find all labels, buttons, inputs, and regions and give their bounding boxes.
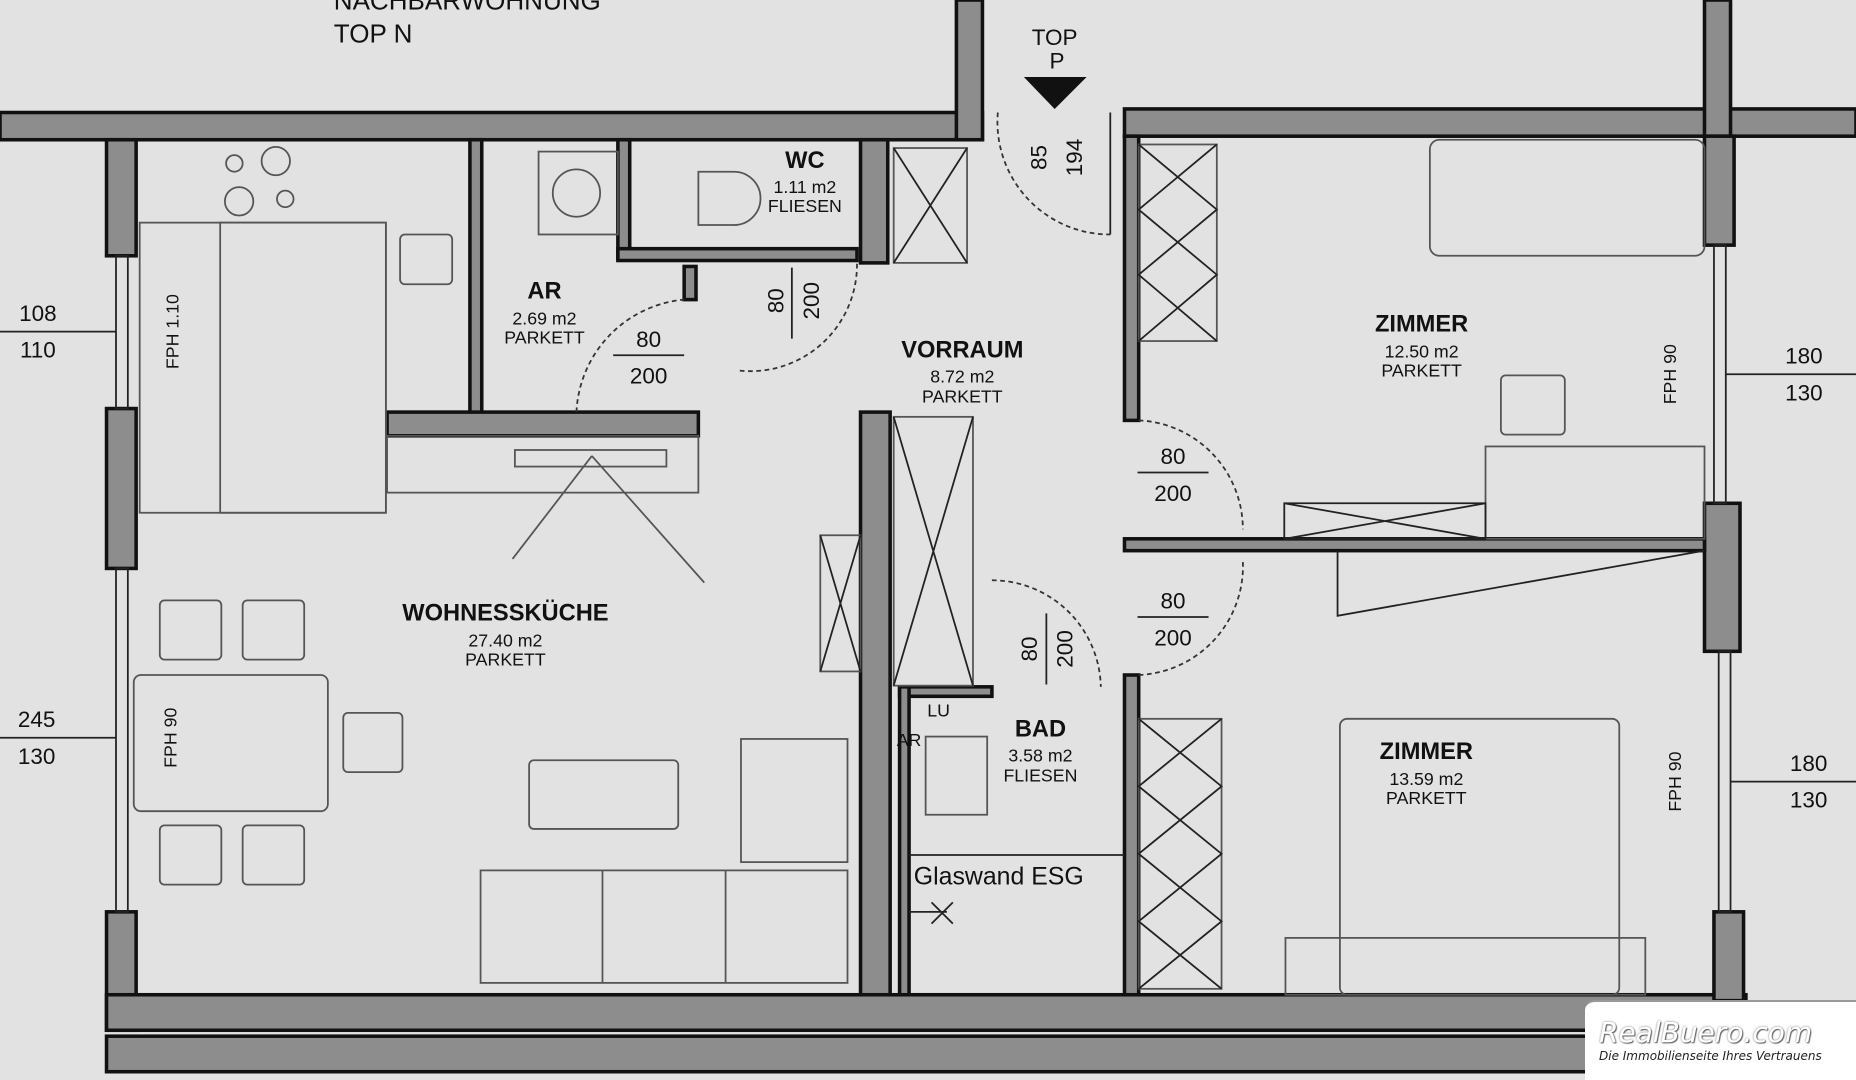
entrance-top-label: TOP (1032, 25, 1078, 50)
window-3-dimension: 180 130 FPH 90 (1660, 344, 1823, 406)
svg-text:PARKETT: PARKETT (504, 327, 585, 347)
svg-text:110: 110 (20, 338, 56, 363)
svg-text:FPH 90: FPH 90 (160, 708, 180, 768)
svg-text:FLIESEN: FLIESEN (1003, 766, 1077, 786)
svg-text:1.11 m2: 1.11 m2 (773, 177, 836, 197)
door-swings (575, 76, 1244, 687)
svg-text:130: 130 (1790, 788, 1828, 813)
neighbour-top: TOP N (334, 19, 413, 49)
svg-text:3.58 m2: 3.58 m2 (1008, 745, 1072, 765)
svg-text:VORRAUM: VORRAUM (901, 338, 1023, 364)
svg-text:FPH 90: FPH 90 (1660, 344, 1680, 404)
svg-text:PARKETT: PARKETT (922, 387, 1003, 407)
svg-text:200: 200 (1052, 630, 1077, 668)
window-2-dimension: 245 130 FPH 90 (18, 707, 180, 769)
window-1-dimension: 108 110 FPH 1.10 (19, 294, 183, 369)
svg-text:80: 80 (1017, 636, 1042, 661)
svg-text:FPH 90: FPH 90 (1665, 751, 1685, 811)
svg-text:108: 108 (19, 301, 57, 326)
svg-text:245: 245 (18, 707, 56, 732)
door-bad-dimension: 80 200 (1017, 613, 1077, 685)
door-zimmer1-dimension: 80 200 (1137, 444, 1209, 506)
svg-text:80: 80 (1161, 444, 1186, 469)
windows (0, 244, 1856, 913)
svg-text:AR: AR (527, 278, 561, 304)
svg-text:ZIMMER: ZIMMER (1380, 739, 1473, 765)
svg-text:13.59 m2: 13.59 m2 (1389, 769, 1463, 789)
svg-text:WC: WC (785, 148, 824, 174)
bath-lu-label: LU (927, 700, 950, 720)
svg-text:27.40 m2: 27.40 m2 (468, 631, 542, 651)
glass-wall-label: Glaswand ESG (914, 863, 1084, 891)
svg-text:200: 200 (1154, 481, 1192, 506)
entrance-top-letter: P (1050, 49, 1065, 74)
neighbour-label: NACHBARWOHNUNG (334, 0, 601, 15)
svg-text:WOHNESSKÜCHE: WOHNESSKÜCHE (402, 600, 608, 627)
room-zimmer-2: ZIMMER 13.59 m2 PARKETT (1380, 739, 1473, 808)
door-ar-dimension: 80 200 (613, 327, 685, 389)
svg-text:PARKETT: PARKETT (465, 650, 546, 670)
entrance-door-width: 85 (1026, 145, 1051, 170)
svg-text:200: 200 (1154, 625, 1192, 650)
svg-text:180: 180 (1785, 344, 1823, 369)
svg-text:180: 180 (1790, 751, 1828, 776)
svg-text:BAD: BAD (1015, 717, 1066, 743)
svg-text:FPH 1.10: FPH 1.10 (163, 294, 183, 369)
svg-text:80: 80 (636, 327, 661, 352)
svg-text:80: 80 (764, 288, 789, 313)
svg-text:200: 200 (799, 282, 824, 320)
svg-text:80: 80 (1161, 589, 1186, 614)
entrance-door-height: 194 (1062, 139, 1087, 177)
furniture (132, 138, 1706, 996)
bath-ar-label: AR (897, 730, 922, 750)
svg-text:12.50 m2: 12.50 m2 (1385, 342, 1459, 362)
room-zimmer-1: ZIMMER 12.50 m2 PARKETT (1375, 312, 1468, 381)
svg-text:8.72 m2: 8.72 m2 (930, 366, 994, 386)
svg-text:2.69 m2: 2.69 m2 (512, 308, 576, 328)
svg-text:ZIMMER: ZIMMER (1375, 312, 1468, 338)
watermark: RealBuero.com Die Immobilienseite Ihres … (1585, 1000, 1856, 1080)
door-wc-dimension: 80 200 (764, 267, 824, 339)
door-zimmer2-dimension: 80 200 (1137, 589, 1209, 650)
window-4-dimension: 180 130 FPH 90 (1665, 751, 1828, 813)
svg-text:200: 200 (630, 364, 668, 389)
watermark-tagline: Die Immobilienseite Ihres Vertrauens (1599, 1049, 1822, 1063)
entrance-arrow-icon (1023, 76, 1087, 109)
room-wc: WC 1.11 m2 FLIESEN (768, 148, 842, 216)
svg-text:130: 130 (18, 744, 56, 769)
svg-text:FLIESEN: FLIESEN (768, 196, 842, 216)
svg-text:130: 130 (1785, 380, 1823, 405)
room-wohnkueche: WOHNESSKÜCHE 27.40 m2 PARKETT (402, 600, 608, 670)
svg-text:PARKETT: PARKETT (1386, 788, 1467, 808)
svg-text:PARKETT: PARKETT (1381, 361, 1462, 381)
watermark-brand: RealBuero.com (1599, 1016, 1813, 1049)
room-ar: AR 2.69 m2 PARKETT (504, 278, 585, 347)
room-vorraum: VORRAUM 8.72 m2 PARKETT (901, 338, 1023, 407)
room-bad: BAD 3.58 m2 FLIESEN (1003, 717, 1077, 786)
